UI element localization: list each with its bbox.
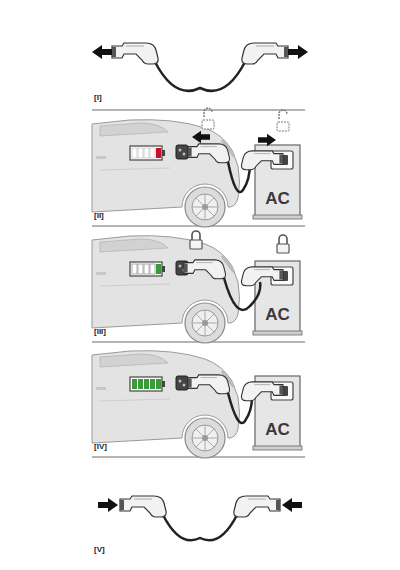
step-number: [IV]: [94, 443, 107, 451]
step-number: [II]: [94, 212, 104, 220]
charging-station: AC: [255, 300, 300, 328]
charging-station: AC: [255, 184, 300, 212]
step-number: [I]: [94, 94, 102, 102]
panel-one: [92, 43, 308, 91]
station-label: AC: [265, 306, 290, 323]
station-label: AC: [265, 421, 290, 438]
step-number: [III]: [94, 328, 106, 336]
panel-four: [92, 351, 302, 458]
panel-two: [92, 108, 302, 227]
panel-three: [92, 231, 302, 343]
panel-five: [98, 496, 302, 540]
step-number: [V]: [94, 546, 105, 554]
station-label: AC: [265, 190, 290, 207]
charging-station: AC: [255, 415, 300, 443]
